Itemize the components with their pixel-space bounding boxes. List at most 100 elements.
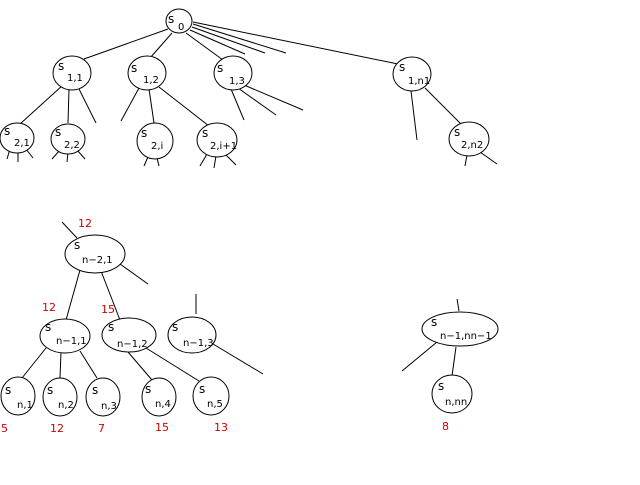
edge-s2i1-fan-3 xyxy=(225,154,237,166)
svg-text:s: s xyxy=(217,61,223,75)
svg-text:1,1: 1,1 xyxy=(67,73,83,84)
value-label: 12 xyxy=(42,301,56,314)
svg-text:0: 0 xyxy=(178,22,184,33)
edge-s0-s12 xyxy=(149,32,173,59)
svg-text:n,4: n,4 xyxy=(155,399,171,410)
node-sn4: s n,4 xyxy=(141,377,177,417)
node-s21: s 2,1 xyxy=(0,122,35,154)
values: 12 12 15 5 12 7 15 13 8 xyxy=(1,217,449,435)
edge-sn12-sn4 xyxy=(127,351,153,381)
svg-text:n,1: n,1 xyxy=(17,400,33,411)
value-label: 7 xyxy=(98,422,105,435)
edge-s11-stub xyxy=(77,86,97,124)
node-snnn: s n,nn xyxy=(431,374,473,414)
edge-s11-s22 xyxy=(67,88,70,124)
node-sn12: s n−1,2 xyxy=(101,317,157,353)
edge-s0-stub-1 xyxy=(189,29,246,55)
value-label: 15 xyxy=(155,421,169,434)
node-sn1: s n,1 xyxy=(0,376,36,416)
svg-text:s: s xyxy=(92,383,98,397)
svg-text:s: s xyxy=(431,315,437,329)
svg-text:1,3: 1,3 xyxy=(229,76,245,87)
svg-text:s: s xyxy=(202,126,208,140)
edge-s0-stub-3 xyxy=(192,23,287,54)
svg-text:s: s xyxy=(74,238,80,252)
svg-text:n,nn: n,nn xyxy=(445,397,467,408)
svg-text:2,2: 2,2 xyxy=(64,140,80,151)
node-s13: s 1,3 xyxy=(213,55,253,91)
svg-text:s: s xyxy=(5,383,11,397)
edge-sn1nm-snnn xyxy=(451,346,457,377)
nodes: s 0 s 1,1 s 1,2 s 1,3 s 1,n1 s 2,1 xyxy=(0,8,499,417)
svg-text:n−1,1: n−1,1 xyxy=(56,336,87,347)
edge-s13-stub-3 xyxy=(243,84,304,111)
svg-text:s: s xyxy=(58,59,64,73)
value-label: 12 xyxy=(50,422,64,435)
svg-text:1,n1: 1,n1 xyxy=(408,76,430,87)
edge-s0-s13 xyxy=(185,32,224,61)
svg-text:n,5: n,5 xyxy=(207,399,223,410)
edge-s11-s21 xyxy=(19,84,64,125)
svg-text:n,2: n,2 xyxy=(58,400,74,411)
edge-s0-stub-2 xyxy=(191,26,266,54)
edge-s12-s2i1 xyxy=(158,86,210,127)
svg-text:1,2: 1,2 xyxy=(143,75,159,86)
edge-sn11-sn1 xyxy=(21,347,47,379)
svg-text:s: s xyxy=(145,382,151,396)
svg-text:s: s xyxy=(4,124,10,138)
svg-text:2,i+1: 2,i+1 xyxy=(210,141,237,152)
edge-s1n1-s2n2 xyxy=(424,87,462,125)
edge-s2i-fan-1 xyxy=(143,156,149,167)
svg-text:s: s xyxy=(399,60,405,74)
edge-sn21-sn12 xyxy=(100,270,121,321)
svg-text:s: s xyxy=(141,126,147,140)
edge-sn21-sn11 xyxy=(65,269,81,321)
svg-text:s: s xyxy=(438,379,444,393)
svg-text:n−1,3: n−1,3 xyxy=(183,338,214,349)
node-s1n1: s 1,n1 xyxy=(392,56,432,92)
node-s22: s 2,2 xyxy=(50,123,86,155)
svg-text:n,3: n,3 xyxy=(101,401,117,412)
svg-text:2,1: 2,1 xyxy=(14,138,30,149)
value-label: 15 xyxy=(101,303,115,316)
edge-sn13-stub xyxy=(212,343,264,375)
svg-text:s: s xyxy=(172,320,178,334)
edge-s2n2-fan-1 xyxy=(464,154,468,167)
svg-text:s: s xyxy=(131,61,137,75)
edge-s2i1-fan-2 xyxy=(213,155,217,169)
edge-sn12-sn5 xyxy=(145,347,200,382)
node-sn21: s n−2,1 xyxy=(64,234,126,274)
edge-s0-s1n1 xyxy=(192,21,399,65)
svg-text:s: s xyxy=(168,12,174,26)
svg-text:n−1,nn−1: n−1,nn−1 xyxy=(440,331,492,342)
node-s2n2: s 2,n2 xyxy=(448,121,490,157)
svg-text:s: s xyxy=(454,125,460,139)
svg-text:s: s xyxy=(108,320,114,334)
value-label: 12 xyxy=(78,217,92,230)
svg-text:s: s xyxy=(199,382,205,396)
node-sn1nm: s n−1,nn−1 xyxy=(421,311,499,347)
svg-text:2,n2: 2,n2 xyxy=(461,140,483,151)
edge-s2n2-fan-2 xyxy=(479,151,498,165)
svg-text:n−2,1: n−2,1 xyxy=(82,255,113,266)
node-s12: s 1,2 xyxy=(127,55,167,91)
svg-text:s: s xyxy=(45,320,51,334)
node-sn11: s n−1,1 xyxy=(39,318,91,354)
edge-sn1nm-parent-stub xyxy=(456,298,460,312)
node-s11: s 1,1 xyxy=(52,55,92,91)
svg-text:n−1,2: n−1,2 xyxy=(117,339,148,350)
value-label: 8 xyxy=(442,420,449,433)
svg-text:2,i: 2,i xyxy=(151,141,163,152)
svg-text:s: s xyxy=(47,383,53,397)
edge-sn11-sn3 xyxy=(79,350,98,379)
edge-sn21-stub xyxy=(119,263,149,285)
node-s2i: s 2,i xyxy=(136,122,174,160)
edge-s1n1-stub xyxy=(410,90,418,141)
edge-s0-s11 xyxy=(83,28,169,60)
edge-sn11-sn2 xyxy=(59,351,62,379)
node-sn3: s n,3 xyxy=(85,377,121,417)
edge-s12-stub xyxy=(120,87,140,122)
edge-s13-stub-1 xyxy=(230,88,245,121)
